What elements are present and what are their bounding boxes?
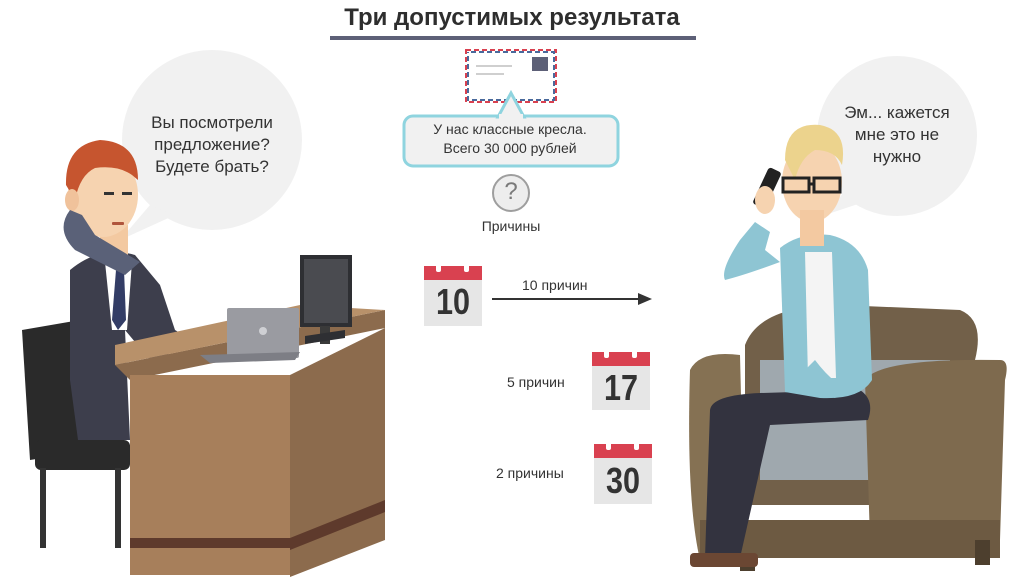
- laptop: [200, 308, 300, 363]
- customer-speech-line: мне это не: [854, 125, 940, 144]
- arrow-right-icon: [492, 293, 652, 305]
- calendar-icon: [424, 262, 482, 326]
- seller-speech-line: Будете брать?: [155, 157, 269, 176]
- outcome-reasons: 2 причины: [496, 465, 564, 481]
- page-title: Три допустимых результата: [344, 4, 680, 31]
- title-underline: [330, 36, 696, 40]
- calendar-icon: [594, 440, 652, 504]
- customer-speech-line: Эм... кажется: [844, 103, 950, 122]
- offer-text: У нас классные кресла. Всего 30 000 рубл…: [404, 120, 616, 158]
- calendar-day: 30: [605, 460, 641, 501]
- calendar-icon: [592, 348, 650, 410]
- outcome-reasons: 5 причин: [507, 374, 565, 390]
- monitor: [300, 255, 352, 344]
- question-mark-icon: ?: [504, 178, 518, 205]
- seller-speech-line: предложение?: [154, 135, 270, 154]
- seller-speech-bubble: [120, 50, 302, 240]
- customer-speech-bubble: [817, 56, 977, 216]
- offer-line: У нас классные кресла.: [433, 121, 587, 137]
- calendar-day: 17: [603, 367, 639, 408]
- calendar-day: 10: [435, 281, 471, 322]
- seller-speech-line: Вы посмотрели: [151, 113, 273, 132]
- outcome-reasons: 10 причин: [522, 277, 588, 293]
- customer-speech-line: нужно: [872, 147, 922, 166]
- offer-bubble: [402, 89, 620, 168]
- reasons-label: Причины: [481, 218, 541, 234]
- offer-line: Всего 30 000 рублей: [443, 140, 577, 156]
- customer-speech: Эм... кажется мне это не нужно: [822, 102, 972, 168]
- seller-speech: Вы посмотрели предложение? Будете брать?: [122, 112, 302, 178]
- question-circle: [492, 174, 530, 212]
- customer-person: [690, 124, 872, 567]
